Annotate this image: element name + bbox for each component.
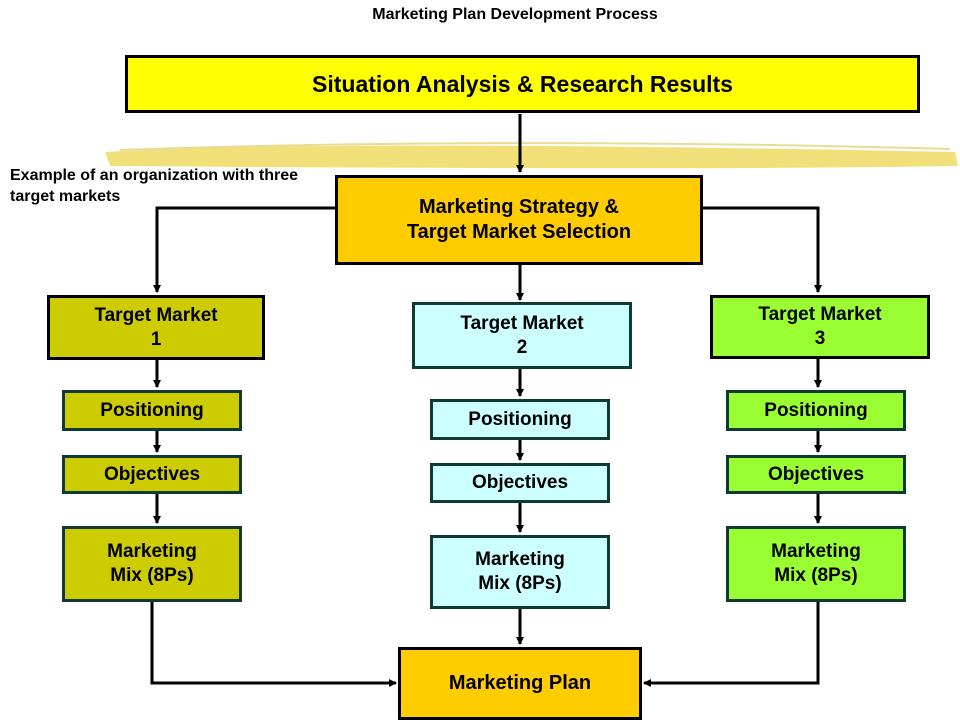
- target-market-1-label: Target Market 1: [94, 304, 218, 350]
- situation-analysis-label: Situation Analysis & Research Results: [312, 70, 733, 97]
- strategy-box: Marketing Strategy & Target Market Selec…: [335, 175, 703, 265]
- marketing-mix-1-box: Marketing Mix (8Ps): [62, 526, 242, 602]
- objectives-3-box: Objectives: [726, 455, 906, 494]
- positioning-2-label: Positioning: [468, 408, 572, 430]
- objectives-1-box: Objectives: [62, 455, 242, 494]
- marketing-mix-3-box: Marketing Mix (8Ps): [726, 526, 906, 602]
- marketing-mix-2-box: Marketing Mix (8Ps): [430, 535, 610, 609]
- positioning-1-label: Positioning: [100, 399, 204, 421]
- marketing-plan-box: Marketing Plan: [398, 647, 642, 720]
- target-market-2-box: Target Market 2: [412, 302, 632, 369]
- marketing-plan-label: Marketing Plan: [448, 672, 592, 694]
- strategy-label: Marketing Strategy & Target Market Selec…: [406, 196, 632, 243]
- connector-strategy-market3: [703, 206, 822, 293]
- objectives-2-box: Objectives: [430, 463, 610, 503]
- marketing-mix-3-label: Marketing Mix (8Ps): [771, 541, 861, 586]
- page-title: Marketing Plan Development Process: [372, 6, 658, 23]
- connector-strategy-market1: [153, 206, 335, 293]
- positioning-1-box: Positioning: [62, 390, 242, 431]
- situation-analysis-box: Situation Analysis & Research Results: [125, 55, 920, 113]
- positioning-3-box: Positioning: [726, 390, 906, 431]
- objectives-3-label: Objectives: [767, 463, 865, 485]
- highlighter-stroke-edge: [119, 142, 951, 151]
- target-market-3-box: Target Market 3: [710, 295, 930, 359]
- objectives-2-label: Objectives: [471, 472, 569, 494]
- target-market-3-label: Target Market 3: [758, 304, 882, 349]
- note-text: Example of an organization with three ta…: [10, 167, 299, 205]
- marketing-mix-2-label: Marketing Mix (8Ps): [475, 549, 565, 594]
- positioning-2-box: Positioning: [430, 399, 610, 440]
- marketing-mix-1-label: Marketing Mix (8Ps): [107, 541, 197, 586]
- highlighter-stroke: [105, 145, 958, 169]
- positioning-3-label: Positioning: [764, 399, 868, 421]
- objectives-1-label: Objectives: [103, 463, 201, 485]
- target-market-2-label: Target Market 2: [460, 312, 584, 358]
- connector-m1-plan: [150, 602, 397, 687]
- target-market-1-box: Target Market 1: [47, 295, 265, 360]
- connector-m3-plan: [643, 602, 820, 687]
